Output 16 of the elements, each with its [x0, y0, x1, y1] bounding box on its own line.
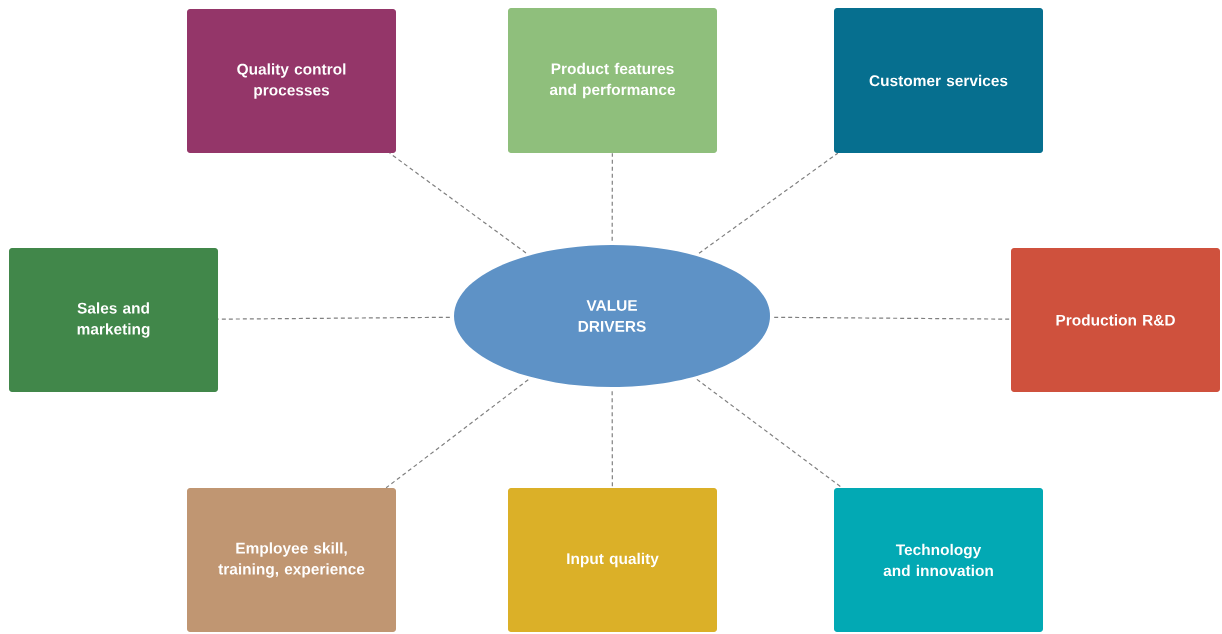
category-box: Input quality — [508, 488, 717, 632]
connector-line — [611, 152, 613, 242]
category-box: Sales and marketing — [9, 248, 218, 392]
category-box: Production R&D — [1011, 248, 1220, 392]
connector-line — [389, 152, 527, 254]
category-box: Product features and performance — [508, 8, 717, 153]
category-box: Employee skill, training, experience — [187, 488, 396, 632]
connector-line — [217, 316, 451, 320]
connector-line — [696, 378, 843, 489]
connector-line — [611, 390, 613, 489]
connector-line — [773, 316, 1012, 320]
connector-line — [385, 379, 529, 489]
category-box: Quality control processes — [187, 9, 396, 153]
connector-line — [698, 152, 839, 254]
category-box: Customer services — [834, 8, 1043, 153]
category-box: Technology and innovation — [834, 488, 1043, 632]
